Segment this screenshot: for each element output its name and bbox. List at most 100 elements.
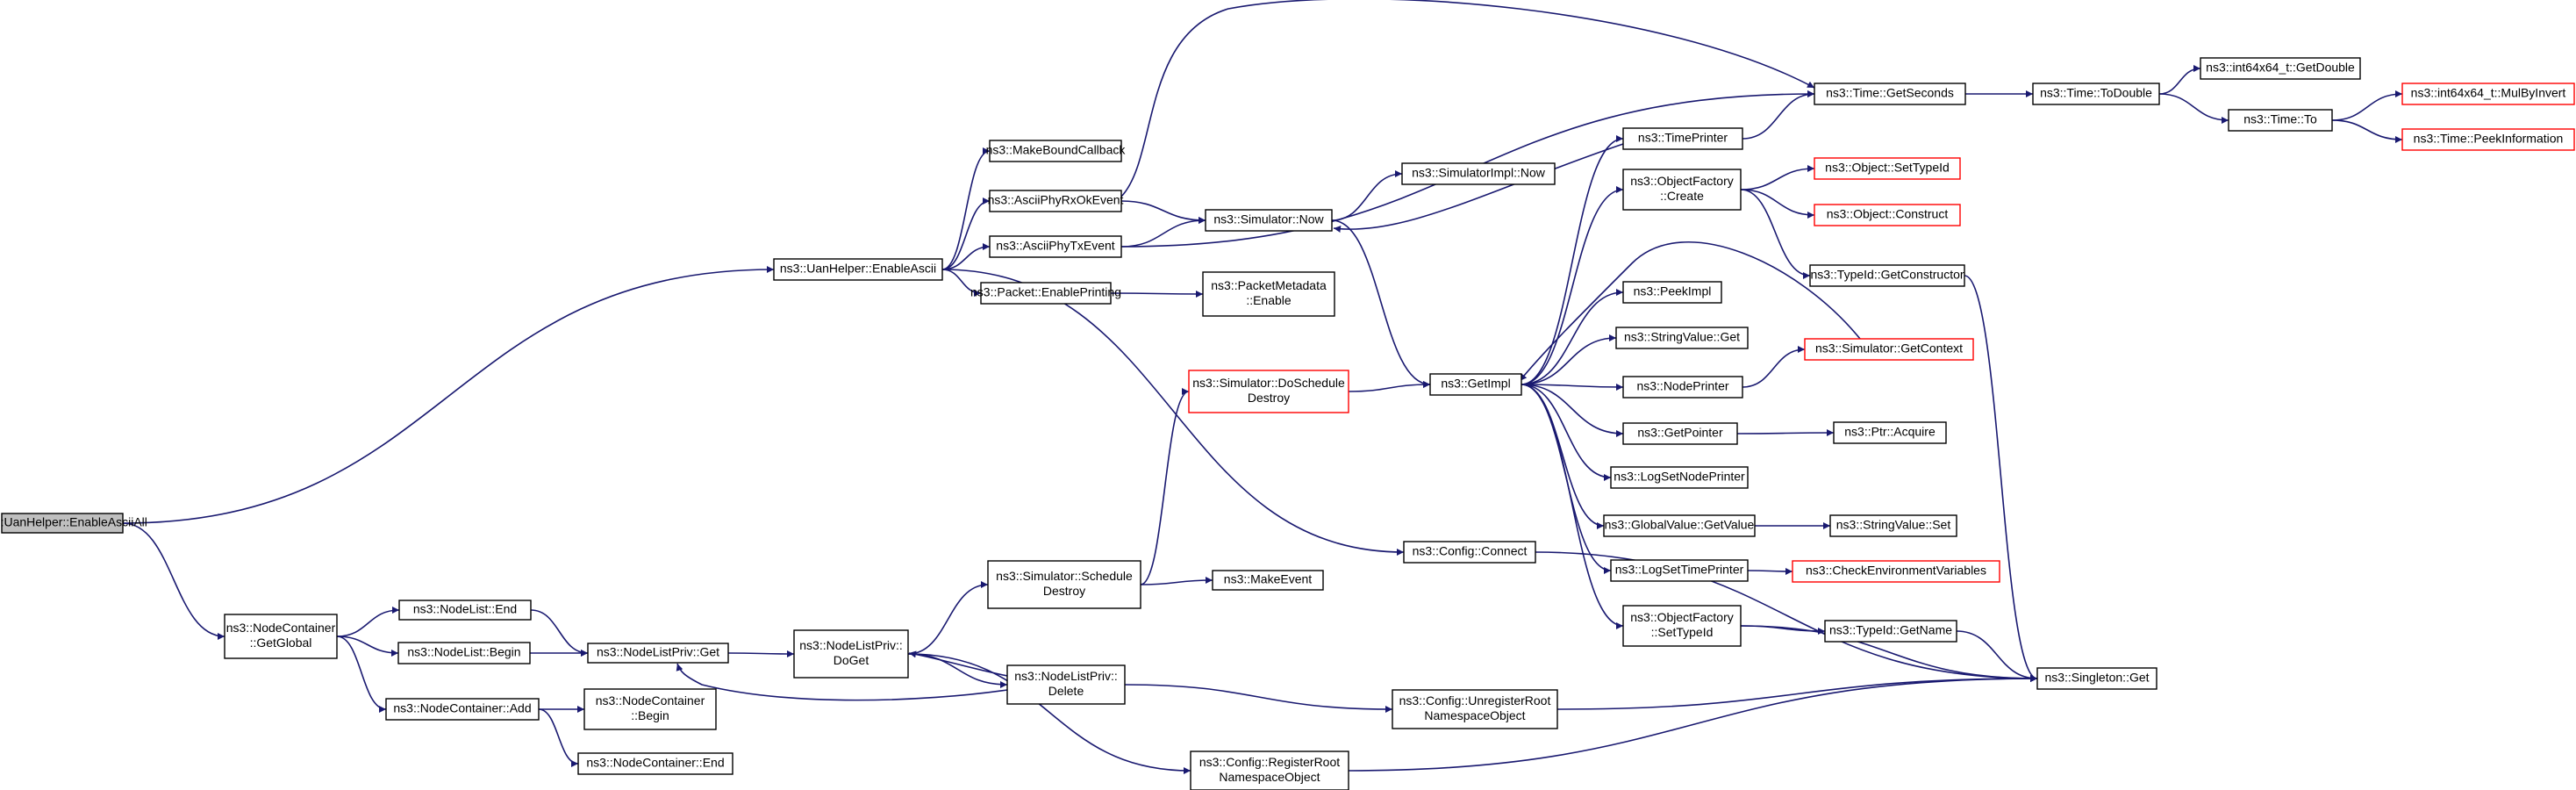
node-objfactory_settypeid[interactable]: ns3::ObjectFactory::SetTypeId bbox=[1622, 605, 1742, 647]
node-time_getseconds[interactable]: ns3::Time::GetSeconds bbox=[1814, 83, 1966, 105]
edge-enable_ascii_all-to-nc_getglobal bbox=[122, 522, 225, 640]
node-node_printer[interactable]: ns3::NodePrinter bbox=[1622, 376, 1743, 399]
node-label: ::Create bbox=[1660, 189, 1704, 203]
node-box bbox=[1190, 750, 1349, 790]
edge-ascii_phy_rx_ok-to-time_getseconds bbox=[1120, 0, 1815, 198]
node-object_construct[interactable]: ns3::Object::Construct bbox=[1814, 204, 1961, 226]
node-globalvalue_getvalue[interactable]: ns3::GlobalValue::GetValue bbox=[1603, 514, 1756, 537]
node-peek_impl[interactable]: ns3::PeekImpl bbox=[1622, 281, 1722, 304]
node-box bbox=[398, 600, 532, 621]
node-int64_getdouble[interactable]: ns3::int64x64_t::GetDouble bbox=[2200, 57, 2361, 80]
node-box bbox=[2036, 667, 2157, 690]
edge-uan_enable_ascii-to-ascii_phy_tx bbox=[941, 243, 991, 270]
node-nc_add[interactable]: ns3::NodeContainer::Add bbox=[385, 698, 540, 721]
node-box bbox=[1814, 157, 1961, 180]
edge-node_printer-to-sim_getcontext bbox=[1742, 346, 1806, 388]
edge-nodelistpriv_doget-to-sim_schedule_destroy bbox=[907, 581, 989, 655]
node-make_bound_callback[interactable]: ns3::MakeBoundCallback bbox=[986, 140, 1127, 162]
node-label: ns3::Time::ToDouble bbox=[2040, 86, 2152, 100]
edge-layer bbox=[122, 0, 2403, 774]
node-label: ns3::AsciiPhyRxOkEvent bbox=[988, 193, 1124, 207]
node-ptr_acquire[interactable]: ns3::Ptr::Acquire bbox=[1833, 421, 1947, 444]
edge-enable_ascii_all-to-uan_enable_ascii bbox=[122, 266, 775, 524]
node-enable_ascii_all: ns3::UanHelper::EnableAsciiAll bbox=[0, 513, 147, 534]
node-label: ns3::NodeListPriv:: bbox=[799, 638, 903, 652]
node-config_unregister_root[interactable]: ns3::Config::UnregisterRootNamespaceObje… bbox=[1392, 689, 1558, 729]
node-box bbox=[1804, 338, 1974, 361]
node-box bbox=[1622, 605, 1742, 647]
node-box bbox=[989, 140, 1122, 162]
node-check_env_vars[interactable]: ns3::CheckEnvironmentVariables bbox=[1792, 560, 2000, 583]
node-box bbox=[1205, 209, 1333, 232]
node-objfactory_create[interactable]: ns3::ObjectFactory::Create bbox=[1622, 169, 1742, 211]
node-packet_enable_printing[interactable]: ns3::Packet::EnablePrinting bbox=[970, 282, 1121, 305]
node-get_pointer[interactable]: ns3::GetPointer bbox=[1622, 422, 1738, 445]
node-time_todouble[interactable]: ns3::Time::ToDouble bbox=[2032, 83, 2160, 105]
node-stringvalue_set[interactable]: ns3::StringValue::Set bbox=[1829, 514, 1957, 537]
node-int64_mulbyinvert[interactable]: ns3::int64x64_t::MulByInvert bbox=[2401, 83, 2575, 105]
edge-nodelistpriv_delete-to-nodelistpriv_get bbox=[676, 663, 1008, 701]
node-packet_metadata_enable[interactable]: ns3::PacketMetadata::Enable bbox=[1202, 271, 1335, 317]
node-object_settypeid[interactable]: ns3::Object::SetTypeId bbox=[1814, 157, 1961, 180]
node-box bbox=[980, 282, 1112, 305]
node-nodelist_end[interactable]: ns3::NodeList::End bbox=[398, 600, 532, 621]
node-log_set_node_printer[interactable]: ns3::LogSetNodePrinter bbox=[1610, 466, 1749, 489]
node-getimpl[interactable]: ns3::GetImpl bbox=[1429, 373, 1522, 396]
node-log_set_time_printer[interactable]: ns3::LogSetTimePrinter bbox=[1610, 559, 1749, 582]
node-nodelistpriv_get[interactable]: ns3::NodeListPriv::Get bbox=[587, 643, 729, 664]
edge-objfactory_create-to-object_settypeid bbox=[1740, 165, 1815, 190]
node-label: ns3::Packet::EnablePrinting bbox=[970, 285, 1121, 299]
edge-ascii_phy_tx-to-sim_now bbox=[1120, 217, 1206, 248]
node-label: ns3::ObjectFactory bbox=[1630, 174, 1734, 188]
node-nc_end[interactable]: ns3::NodeContainer::End bbox=[577, 752, 733, 775]
node-typeid_getname[interactable]: ns3::TypeId::GetName bbox=[1824, 620, 1957, 643]
node-box bbox=[1792, 560, 2000, 583]
edge-config_connect-to-singleton_get bbox=[1535, 551, 2038, 682]
node-box bbox=[2401, 83, 2575, 105]
node-box bbox=[987, 560, 1141, 609]
node-stringvalue_get[interactable]: ns3::StringValue::Get bbox=[1615, 327, 1749, 349]
node-label: ns3::NodePrinter bbox=[1636, 379, 1728, 393]
node-simimpl_now[interactable]: ns3::SimulatorImpl::Now bbox=[1401, 162, 1556, 185]
node-config_connect[interactable]: ns3::Config::Connect bbox=[1403, 541, 1536, 564]
node-label: ns3::Simulator::DoSchedule bbox=[1192, 376, 1345, 390]
node-nodelistpriv_delete[interactable]: ns3::NodeListPriv::Delete bbox=[1006, 664, 1126, 705]
node-nodelistpriv_doget[interactable]: ns3::NodeListPriv::DoGet bbox=[793, 629, 909, 679]
edge-time_printer-to-time_getseconds bbox=[1742, 90, 1815, 140]
node-time_peekinformation[interactable]: ns3::Time::PeekInformation bbox=[2401, 128, 2575, 151]
edge-config_register_root-to-singleton_get bbox=[1348, 675, 2038, 772]
node-sim_getcontext[interactable]: ns3::Simulator::GetContext bbox=[1804, 338, 1974, 361]
node-typeid_getconstructor[interactable]: ns3::TypeId::GetConstructor bbox=[1809, 264, 1965, 287]
edge-packet_enable_printing-to-packet_metadata_enable bbox=[1110, 290, 1204, 298]
node-label: ns3::NodeList::End bbox=[413, 602, 517, 616]
node-label: ns3::Config::UnregisterRoot bbox=[1399, 693, 1551, 707]
node-make_event[interactable]: ns3::MakeEvent bbox=[1212, 570, 1324, 591]
node-nc_getglobal[interactable]: ns3::NodeContainer::GetGlobal bbox=[224, 614, 338, 659]
node-uan_enable_ascii[interactable]: ns3::UanHelper::EnableAscii bbox=[773, 258, 943, 281]
edge-objfactory_settypeid-to-singleton_get bbox=[1740, 625, 2038, 682]
node-box bbox=[397, 642, 531, 664]
node-time_printer[interactable]: ns3::TimePrinter bbox=[1622, 127, 1743, 150]
edge-nodelistpriv_doget-to-nodelistpriv_delete bbox=[907, 653, 1008, 688]
node-label: ns3::ObjectFactory bbox=[1630, 610, 1734, 624]
node-box bbox=[1212, 570, 1324, 591]
node-nodelist_begin[interactable]: ns3::NodeList::Begin bbox=[397, 642, 531, 664]
node-label: ns3::LogSetNodePrinter bbox=[1614, 470, 1745, 484]
node-label: ns3::TypeId::GetConstructor bbox=[1810, 268, 1964, 282]
node-singleton_get[interactable]: ns3::Singleton::Get bbox=[2036, 667, 2157, 690]
node-label: ns3::LogSetTimePrinter bbox=[1615, 563, 1744, 577]
node-ascii_phy_tx[interactable]: ns3::AsciiPhyTxEvent bbox=[989, 235, 1122, 258]
node-label: ns3::UanHelper::EnableAsciiAll bbox=[0, 515, 147, 529]
node-sim_now[interactable]: ns3::Simulator::Now bbox=[1205, 209, 1333, 232]
node-label: Destroy bbox=[1248, 391, 1290, 405]
node-box bbox=[989, 190, 1122, 212]
node-time_to[interactable]: ns3::Time::To bbox=[2228, 109, 2333, 132]
node-ascii_phy_rx_ok[interactable]: ns3::AsciiPhyRxOkEvent bbox=[988, 190, 1124, 212]
node-nc_begin[interactable]: ns3::NodeContainer::Begin bbox=[583, 688, 717, 730]
node-box bbox=[1610, 559, 1749, 582]
node-box bbox=[1622, 127, 1743, 150]
edge-getimpl-to-peek_impl bbox=[1521, 289, 1624, 385]
